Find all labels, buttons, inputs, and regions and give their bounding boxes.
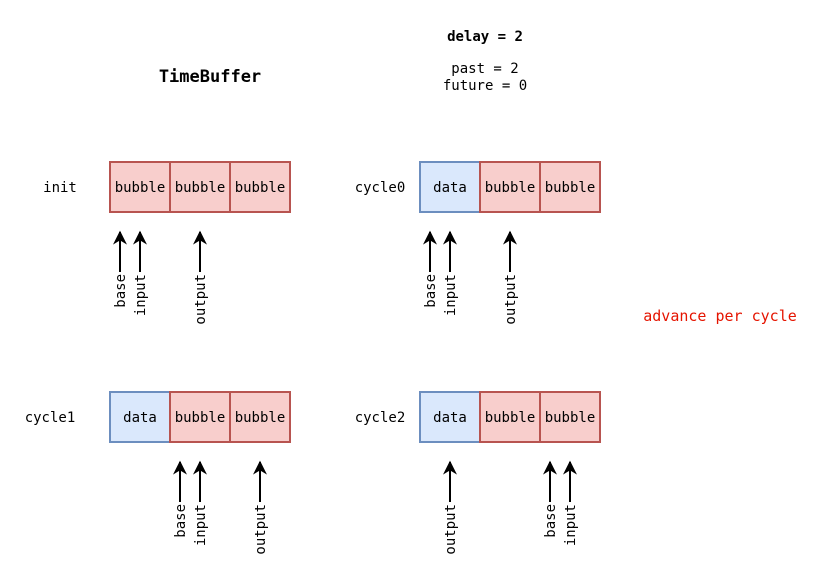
cell-label: bubble bbox=[485, 410, 536, 426]
pointer-base-label: base bbox=[543, 504, 559, 538]
cell-label: data bbox=[433, 410, 467, 426]
pointer-base-label: base bbox=[173, 504, 189, 538]
data-cell bbox=[419, 161, 481, 213]
cell-label: bubble bbox=[175, 410, 226, 426]
panel-label: init bbox=[43, 180, 77, 196]
pointer-input-label: input bbox=[133, 274, 149, 316]
cell-label: data bbox=[123, 410, 157, 426]
pointer-base-label: base bbox=[423, 274, 439, 308]
bubble-cell bbox=[109, 161, 171, 213]
pointer-input-label: input bbox=[563, 504, 579, 546]
pointer-output-label: output bbox=[193, 274, 209, 325]
pointer-output-label: output bbox=[503, 274, 519, 325]
bubble-cell bbox=[169, 161, 231, 213]
bubble-cell bbox=[169, 391, 231, 443]
cell-label: data bbox=[433, 180, 467, 196]
bubble-cell bbox=[229, 391, 291, 443]
bubble-cell bbox=[539, 391, 601, 443]
cell-label: bubble bbox=[545, 180, 596, 196]
cell-label: bubble bbox=[175, 180, 226, 196]
panel-label: cycle0 bbox=[355, 180, 406, 196]
bubble-cell bbox=[479, 161, 541, 213]
cell-label: bubble bbox=[235, 410, 286, 426]
bubble-cell bbox=[539, 161, 601, 213]
cell-label: bubble bbox=[235, 180, 286, 196]
pointer-input-label: input bbox=[193, 504, 209, 546]
pointer-output-label: output bbox=[443, 504, 459, 555]
cell-label: bubble bbox=[545, 410, 596, 426]
past-label: past = 2 bbox=[451, 61, 518, 77]
delay-label: delay = 2 bbox=[447, 29, 523, 45]
cell-label: bubble bbox=[115, 180, 166, 196]
bubble-cell bbox=[479, 391, 541, 443]
bubble-cell bbox=[229, 161, 291, 213]
pointer-base-label: base bbox=[113, 274, 129, 308]
cell-label: bubble bbox=[485, 180, 536, 196]
data-cell bbox=[109, 391, 171, 443]
diagram-title: TimeBuffer bbox=[159, 67, 261, 87]
future-label: future = 0 bbox=[443, 78, 527, 94]
advance-note: advance per cycle bbox=[643, 307, 797, 325]
panel-label: cycle2 bbox=[355, 410, 406, 426]
data-cell bbox=[419, 391, 481, 443]
pointer-output-label: output bbox=[253, 504, 269, 555]
pointer-input-label: input bbox=[443, 274, 459, 316]
panel-label: cycle1 bbox=[25, 410, 76, 426]
